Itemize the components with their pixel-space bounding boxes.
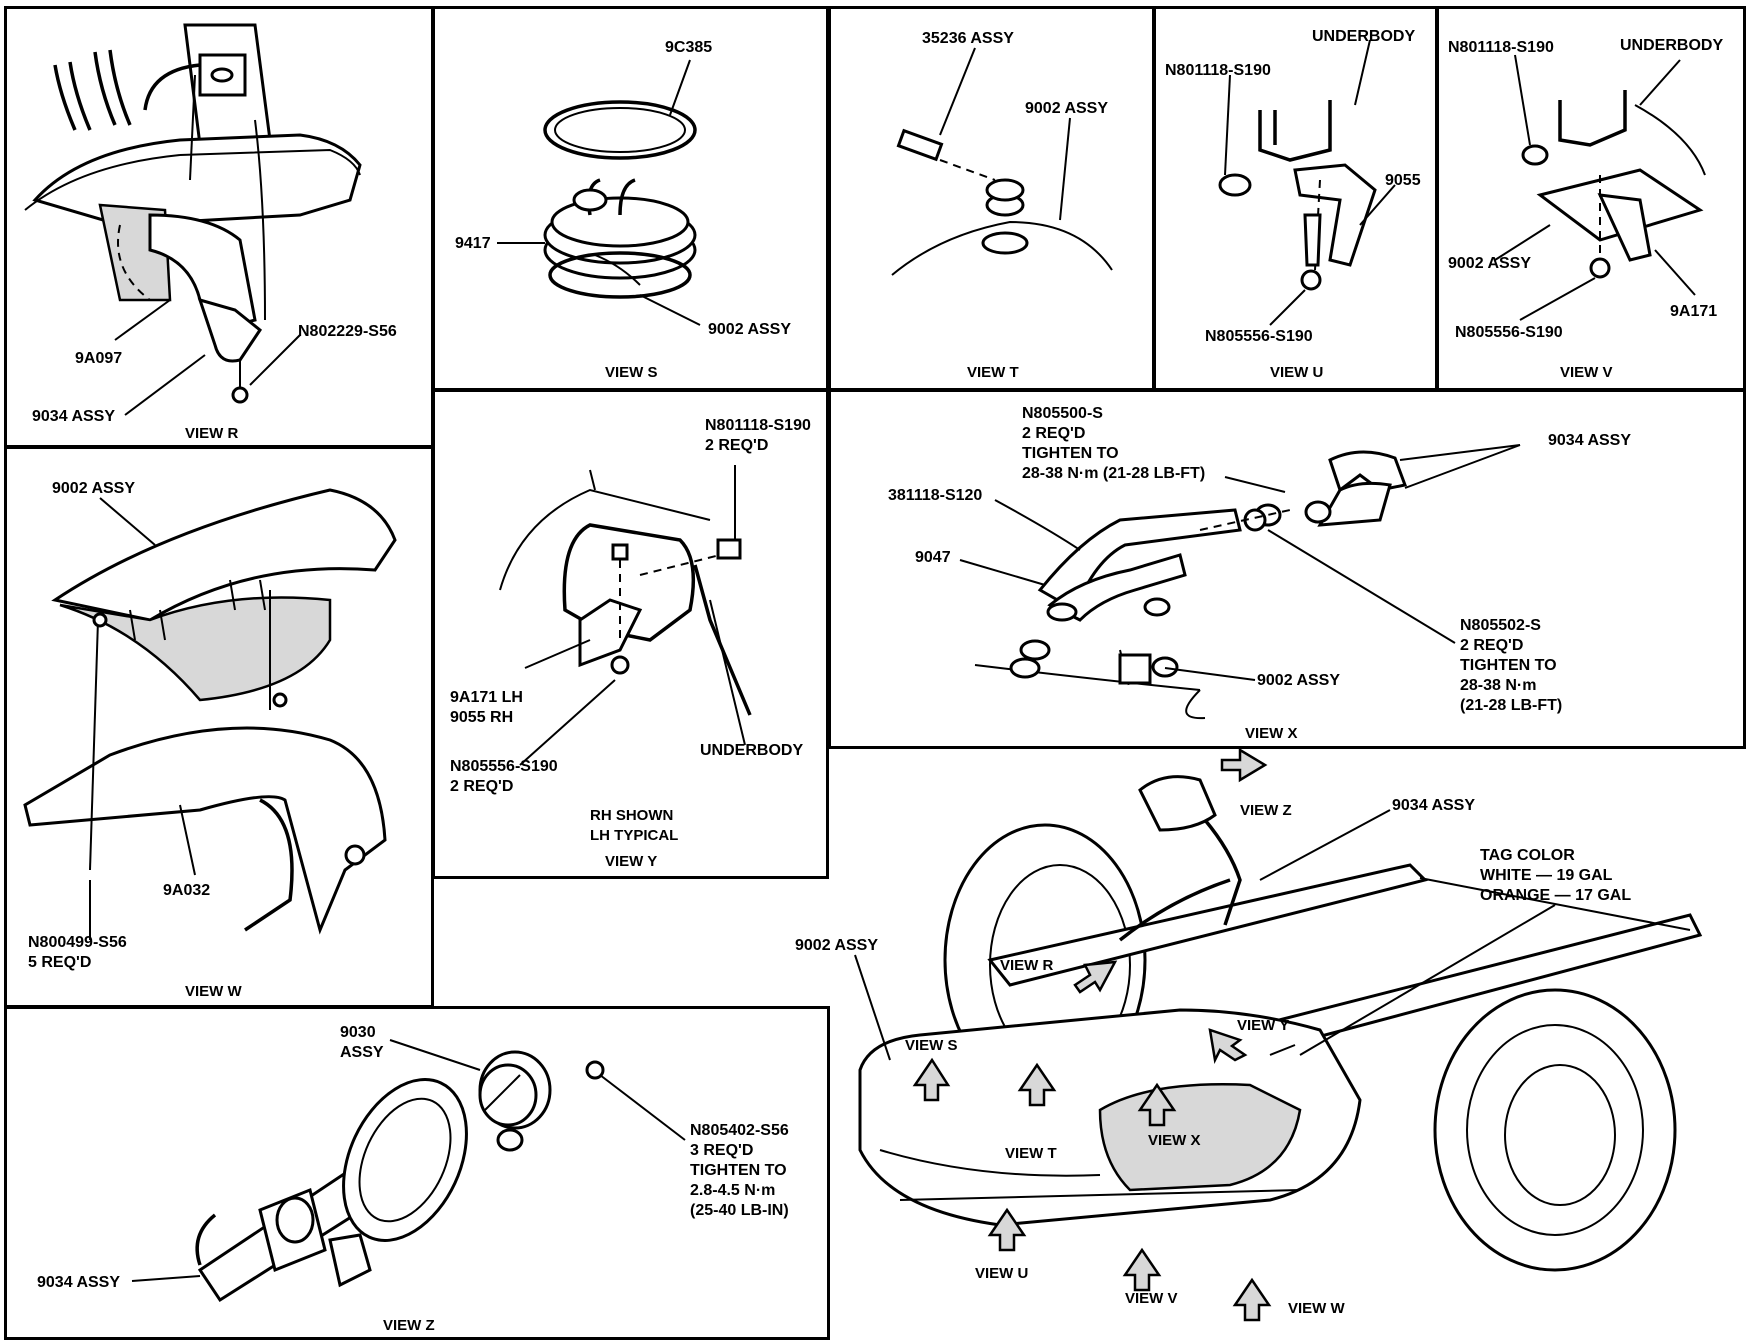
view-u-title: VIEW U	[1270, 364, 1323, 381]
label-tighten-to-x1: TIGHTEN TO	[1022, 445, 1119, 462]
label-n805556-s190-v: N805556-S190	[1455, 324, 1563, 341]
label-9002-assy-main: 9002 ASSY	[795, 937, 878, 954]
label-9c385: 9C385	[665, 39, 712, 56]
label-9002-assy-w: 9002 ASSY	[52, 480, 135, 497]
label-n805402-s56: N805402-S56	[690, 1122, 789, 1139]
view-y-title: VIEW Y	[605, 853, 657, 870]
label-9047: 9047	[915, 549, 951, 566]
label-orange-17-gal: ORANGE — 17 GAL	[1480, 887, 1631, 904]
main-view-s-marker: VIEW S	[905, 1037, 958, 1054]
label-rh-shown: RH SHOWN	[590, 807, 673, 824]
view-t-title: VIEW T	[967, 364, 1019, 381]
label-torque-x2b: (21-28 LB-FT)	[1460, 697, 1562, 714]
label-n805502-s: N805502-S	[1460, 617, 1541, 634]
label-9034-assy-main: 9034 ASSY	[1392, 797, 1475, 814]
view-y-drawing	[499, 465, 752, 766]
label-2-reqd-y1: 2 REQ'D	[705, 437, 768, 454]
view-s-title: VIEW S	[605, 364, 658, 381]
label-9a171-v: 9A171	[1670, 303, 1717, 320]
label-underbody-u: UNDERBODY	[1312, 28, 1415, 45]
view-x-drawing	[959, 444, 1521, 720]
main-view-t-marker: VIEW T	[1005, 1145, 1057, 1162]
label-torque-x2a: 28-38 N·m	[1460, 677, 1536, 694]
label-9030: 9030	[340, 1024, 376, 1041]
label-white-19-gal: WHITE — 19 GAL	[1480, 867, 1613, 884]
label-n801118-s190-y: N801118-S190	[705, 417, 811, 434]
label-underbody-y: UNDERBODY	[700, 742, 803, 759]
view-w-title: VIEW W	[185, 983, 243, 1000]
view-w-drawing	[23, 488, 397, 940]
label-9a032: 9A032	[163, 882, 210, 899]
label-3-reqd-z: 3 REQ'D	[690, 1142, 753, 1159]
label-n802229-s56: N802229-S56	[298, 323, 397, 340]
label-9034-assy-x: 9034 ASSY	[1548, 432, 1631, 449]
view-r-title: VIEW R	[185, 425, 239, 442]
label-n805556-s190-y: N805556-S190	[450, 758, 558, 775]
label-torque-x1: 28-38 N·m (21-28 LB-FT)	[1022, 465, 1205, 482]
main-assembly-drawing	[854, 747, 1703, 1322]
label-9055-u: 9055	[1385, 172, 1421, 189]
view-v-title: VIEW V	[1560, 364, 1613, 381]
label-n801118-s190-u: N801118-S190	[1165, 62, 1271, 79]
main-view-r-marker: VIEW R	[1000, 957, 1054, 974]
label-381118-s120: 381118-S120	[888, 487, 982, 504]
view-z-title: VIEW Z	[383, 1317, 435, 1334]
label-9055-rh: 9055 RH	[450, 709, 513, 726]
label-35236-assy: 35236 ASSY	[922, 30, 1014, 47]
main-view-x-marker: VIEW X	[1148, 1132, 1201, 1149]
label-9417: 9417	[455, 235, 491, 252]
view-z-drawing	[131, 1039, 686, 1303]
label-2-reqd-x2: 2 REQ'D	[1460, 637, 1523, 654]
label-2-reqd-y2: 2 REQ'D	[450, 778, 513, 795]
view-u-drawing	[1218, 39, 1396, 326]
view-x-title: VIEW X	[1245, 725, 1298, 742]
label-n805500-s: N805500-S	[1022, 405, 1103, 422]
label-9a171-lh: 9A171 LH	[450, 689, 523, 706]
view-t-drawing	[891, 47, 1113, 276]
label-tag-color: TAG COLOR	[1480, 847, 1575, 864]
view-s-drawing	[497, 59, 701, 326]
label-lh-typical: LH TYPICAL	[590, 827, 678, 844]
main-view-y-marker: VIEW Y	[1237, 1017, 1289, 1034]
label-torque-z1: 2.8-4.5 N·m	[690, 1182, 775, 1199]
panel-view-x	[828, 389, 1746, 749]
label-n805556-s190-u: N805556-S190	[1205, 328, 1313, 345]
label-9034-assy-z: 9034 ASSY	[37, 1274, 120, 1291]
main-view-z-marker: VIEW Z	[1240, 802, 1292, 819]
label-9002-assy-x: 9002 ASSY	[1257, 672, 1340, 689]
label-tighten-to-z: TIGHTEN TO	[690, 1162, 787, 1179]
label-2-reqd-x1: 2 REQ'D	[1022, 425, 1085, 442]
label-assy-z: ASSY	[340, 1044, 384, 1061]
label-9034-assy-r: 9034 ASSY	[32, 408, 115, 425]
label-5-reqd-w: 5 REQ'D	[28, 954, 91, 971]
label-n801118-s190-v: N801118-S190	[1448, 39, 1554, 56]
label-tighten-to-x2: TIGHTEN TO	[1460, 657, 1557, 674]
main-view-v-marker: VIEW V	[1125, 1290, 1178, 1307]
label-9002-assy-s: 9002 ASSY	[708, 321, 791, 338]
label-9002-assy-t: 9002 ASSY	[1025, 100, 1108, 117]
label-underbody-v: UNDERBODY	[1620, 37, 1723, 54]
panel-view-y	[432, 389, 829, 879]
label-9002-assy-v: 9002 ASSY	[1448, 255, 1531, 272]
main-view-u-marker: VIEW U	[975, 1265, 1028, 1282]
label-n800499-s56: N800499-S56	[28, 934, 127, 951]
label-9a097: 9A097	[75, 350, 122, 367]
view-r-drawing	[24, 23, 362, 416]
main-view-w-marker: VIEW W	[1288, 1300, 1346, 1317]
label-torque-z2: (25-40 LB-IN)	[690, 1202, 789, 1219]
view-v-drawing	[1494, 54, 1706, 321]
